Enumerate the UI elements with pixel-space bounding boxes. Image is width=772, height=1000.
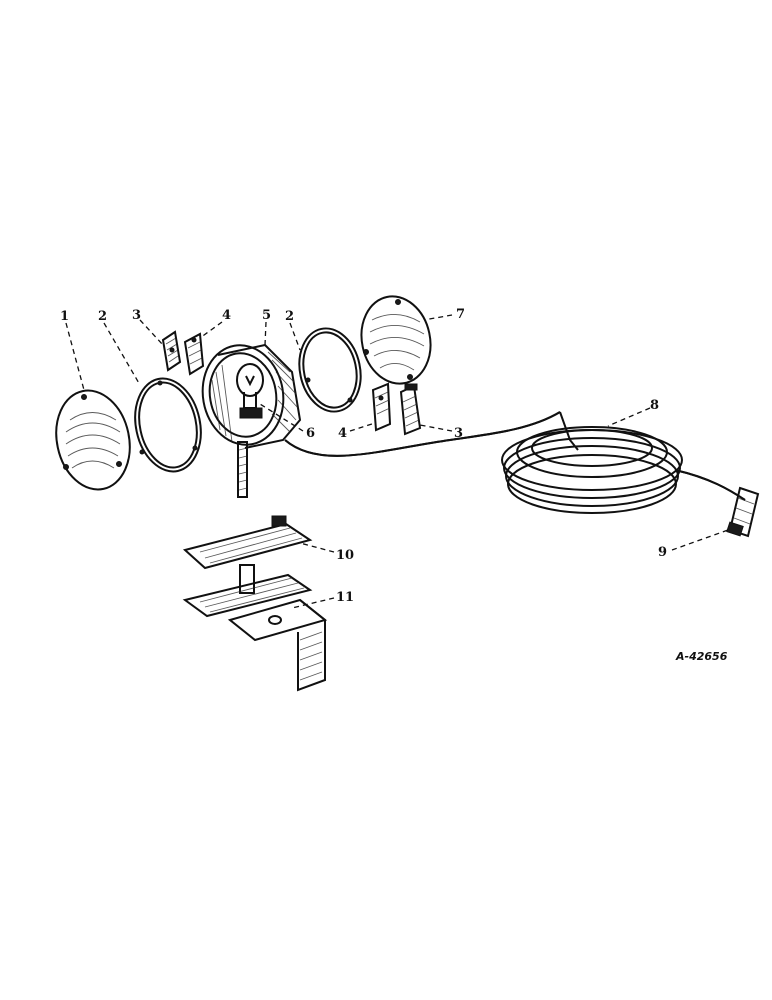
callout-8: 8: [650, 398, 659, 413]
callout-4-left: 4: [222, 308, 231, 323]
callout-2-right: 2: [285, 309, 294, 324]
reference-code: A-42656: [675, 650, 728, 663]
cable-coil-part-8: [284, 411, 746, 514]
callout-4-right: 4: [338, 426, 347, 441]
gasket-part-2-left: [134, 377, 202, 473]
lamp-housing-part-5: [201, 343, 302, 498]
retainer-clip-part-4-left: [183, 332, 205, 376]
angle-bracket-part-11: [227, 598, 328, 692]
callout-1: 1: [60, 309, 69, 324]
retainer-clip-part-3-right: [399, 383, 422, 436]
gasket-part-2-right: [298, 327, 362, 413]
lens-part-7: [360, 295, 432, 385]
callout-5: 5: [262, 308, 271, 323]
callout-2-left: 2: [98, 309, 107, 324]
callout-3-left: 3: [132, 308, 141, 323]
retainer-clip-part-4-right: [371, 382, 392, 432]
callout-6: 6: [306, 426, 315, 441]
callout-11: 11: [336, 590, 354, 605]
callout-10: 10: [336, 548, 354, 563]
callout-9: 9: [658, 545, 667, 560]
callout-3-right: 3: [454, 426, 463, 441]
leader-lines: [65, 314, 729, 609]
retainer-clip-part-3-left: [161, 330, 182, 372]
bulb-part-6: [236, 363, 264, 419]
lens-part-1: [55, 389, 131, 491]
connector-part-9: [726, 486, 760, 538]
mounting-plates-part-10: [182, 515, 313, 618]
callout-7: 7: [456, 307, 465, 322]
